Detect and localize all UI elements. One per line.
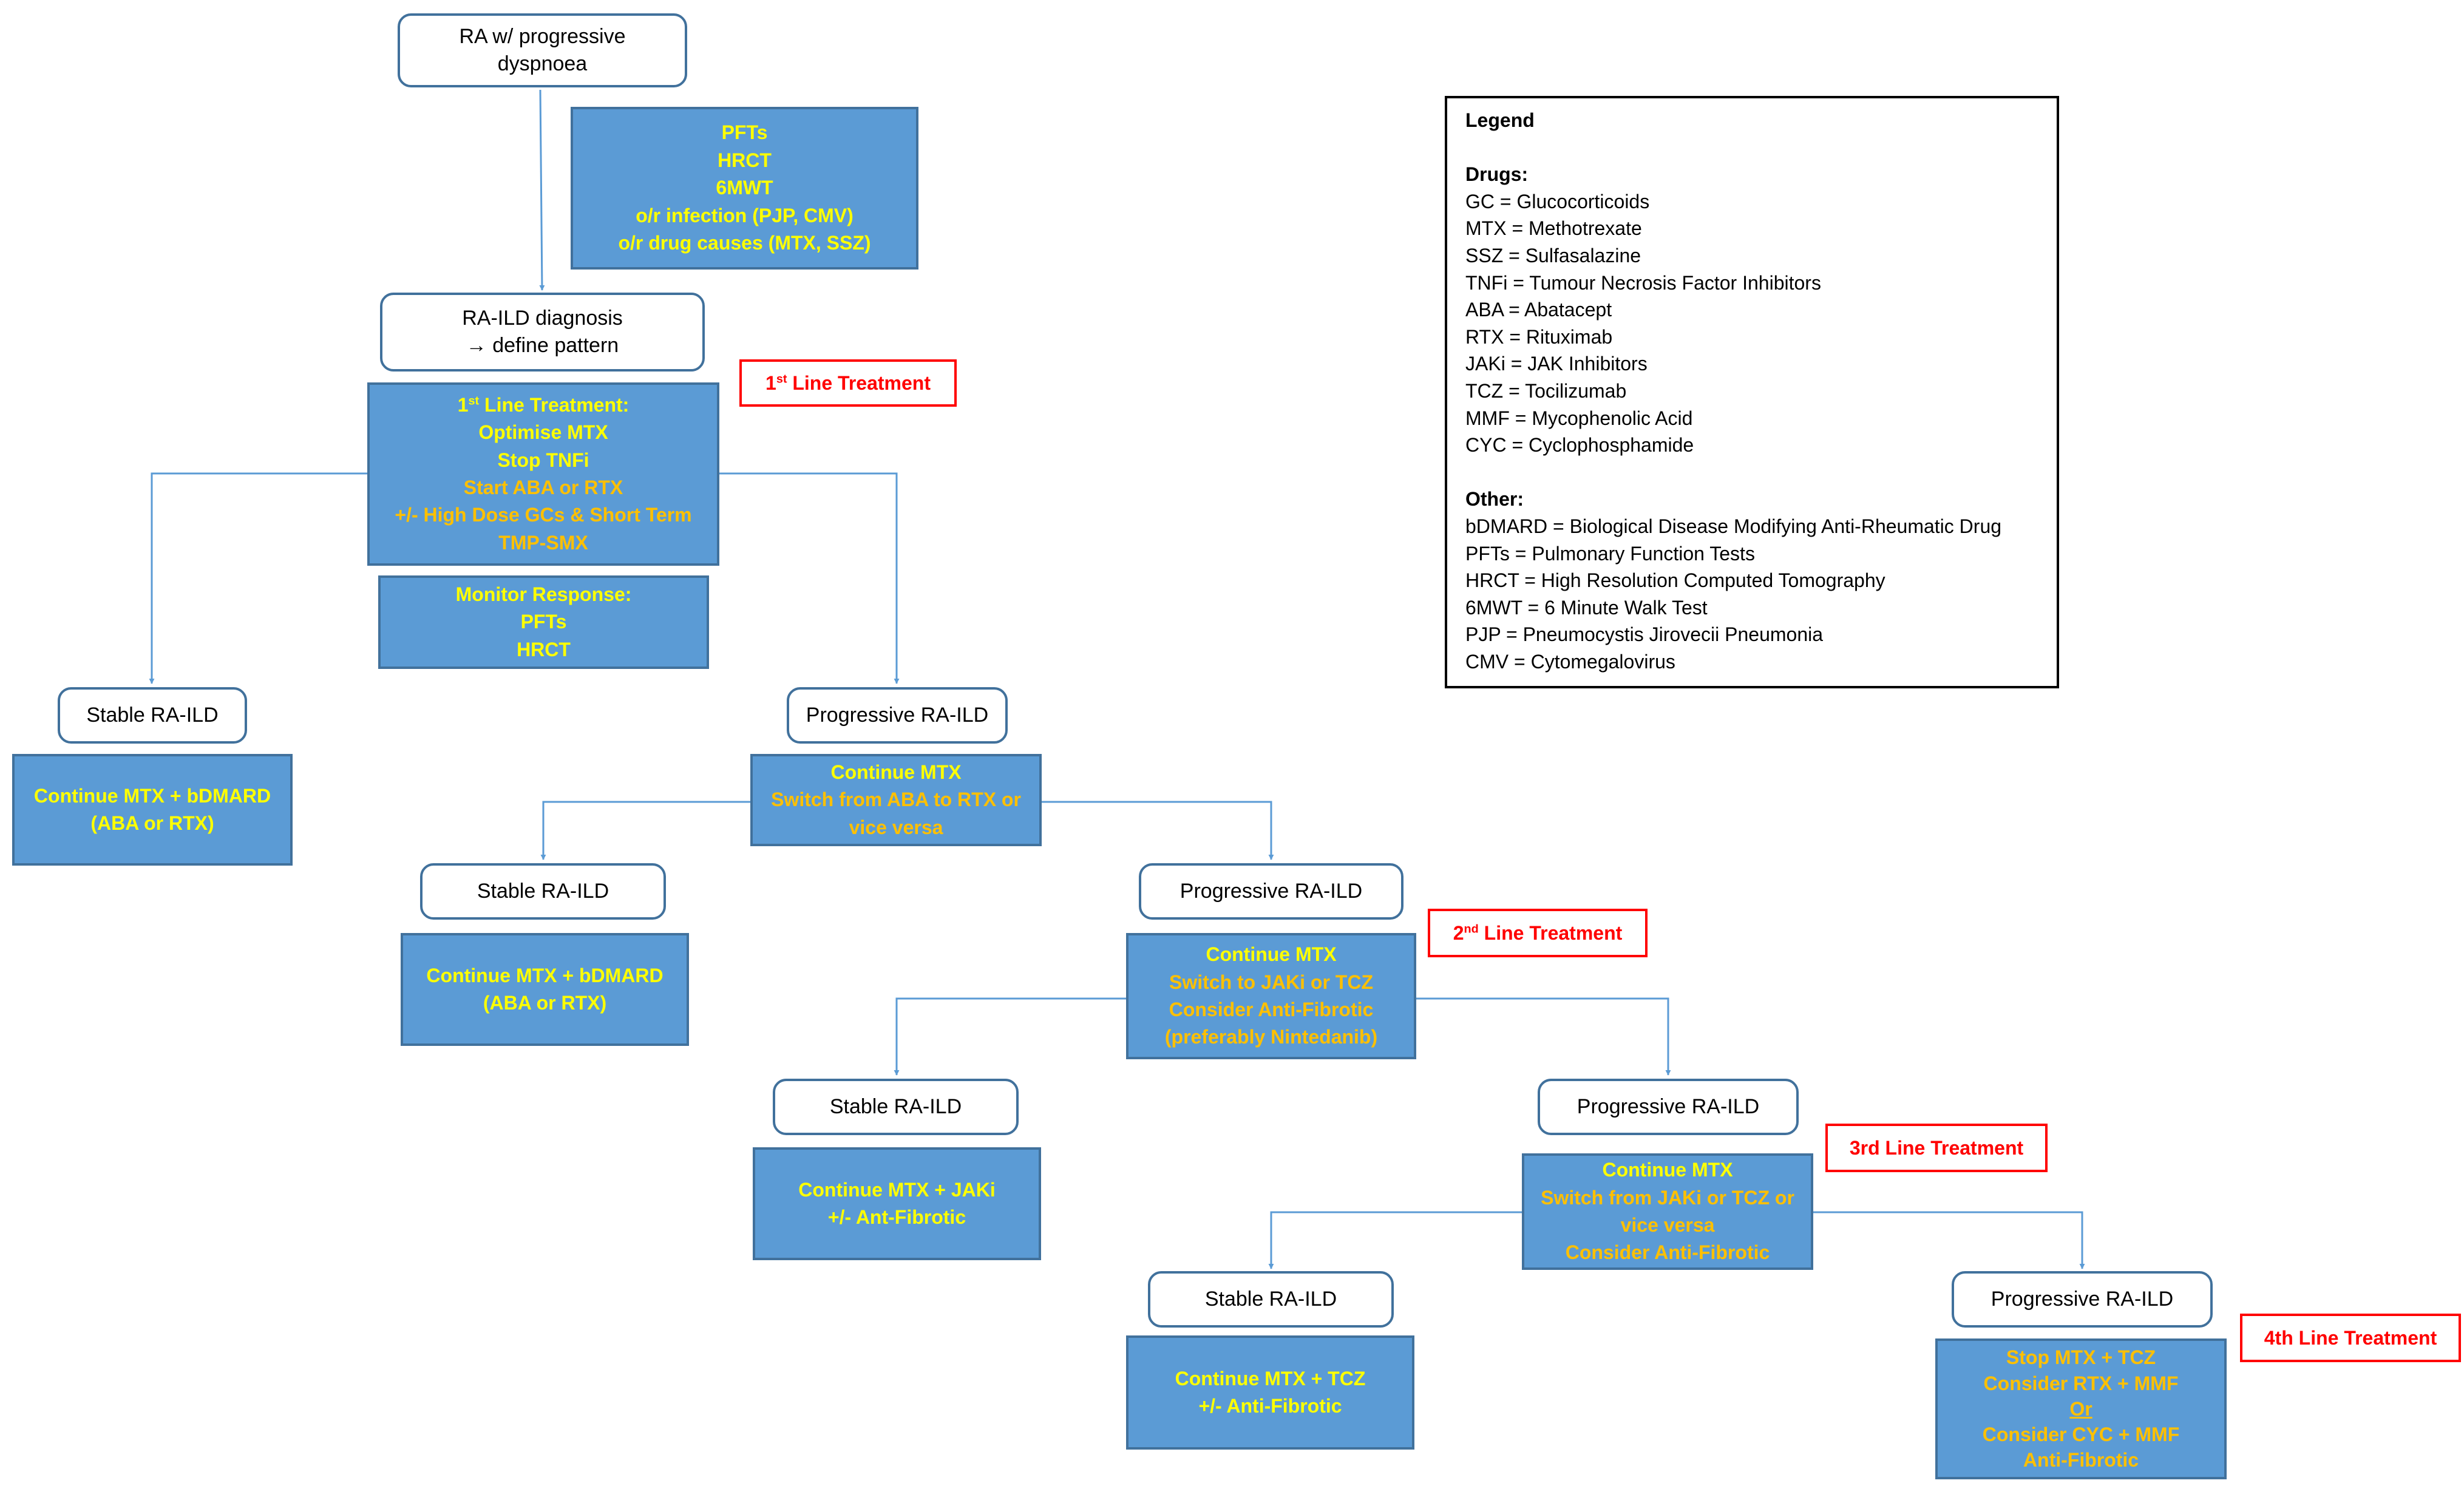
- legend-item: TCZ = Tocilizumab: [1465, 379, 1627, 402]
- start-line-1: RA w/ progressive: [459, 25, 626, 49]
- l4-progressive-node: Progressive RA-ILD: [1952, 1271, 2213, 1328]
- legend-item: RTX = Rituximab: [1465, 325, 1613, 348]
- first-line-tag: 1st Line Treatment: [739, 359, 957, 407]
- legend-item: SSZ = Sulfasalazine: [1465, 244, 1641, 266]
- first-line-item: Stop TNFi: [497, 449, 589, 471]
- first-line-item: Optimise MTX: [478, 421, 608, 444]
- workup-item: PFTs: [721, 121, 768, 144]
- legend-title: Legend: [1465, 109, 1535, 131]
- legend-item: CYC = Cyclophosphamide: [1465, 434, 1694, 456]
- diagnosis-node: RA-ILD diagnosis → define pattern: [380, 293, 705, 371]
- legend-item: ABA = Abatacept: [1465, 299, 1612, 321]
- legend-item: JAKi = JAK Inhibitors: [1465, 353, 1648, 375]
- monitor-heading: Monitor Response:: [455, 583, 632, 605]
- workup-box: PFTs HRCT 6MWT o/r infection (PJP, CMV) …: [571, 107, 918, 270]
- arrow-l1-to-stable: [149, 472, 367, 684]
- diagnosis-line-2: → define pattern: [466, 334, 619, 357]
- l2-treatment-box: Continue MTX Switch from ABA to RTX or v…: [750, 754, 1042, 846]
- l3-stable-treatment-box: Continue MTX + JAKi +/- Ant-Fibrotic: [753, 1147, 1041, 1260]
- legend-other-heading: Other:: [1465, 488, 1524, 511]
- l3-treatment-box: Continue MTX Switch to JAKi or TCZ Consi…: [1126, 933, 1416, 1059]
- third-line-tag: 3rd Line Treatment: [1825, 1124, 2048, 1172]
- start-line-2: dyspnoea: [497, 52, 588, 75]
- l4-stable-node: Stable RA-ILD: [1148, 1271, 1394, 1328]
- first-line-heading: 1st Line Treatment:: [457, 393, 630, 416]
- arrow-l3-to-progressive: [1416, 997, 1671, 1076]
- arrow-l4-to-stable: [1268, 1211, 1522, 1269]
- l4-progressive-treatment-box: Stop MTX + TCZ Consider RTX + MMF Or Con…: [1935, 1338, 2227, 1479]
- l2-stable-treatment-box: Continue MTX + bDMARD (ABA or RTX): [401, 933, 689, 1046]
- second-line-tag: 2nd Line Treatment: [1428, 909, 1648, 957]
- legend-item: MMF = Mycophenolic Acid: [1465, 407, 1693, 429]
- l4-treatment-box: Continue MTX Switch from JAKi or TCZ or …: [1522, 1153, 1813, 1270]
- monitor-response-box: Monitor Response: PFTs HRCT: [378, 575, 709, 669]
- fourth-line-tag: 4th Line Treatment: [2240, 1314, 2461, 1362]
- l2-stable-node: Stable RA-ILD: [420, 863, 666, 920]
- legend-drugs-heading: Drugs:: [1465, 163, 1529, 186]
- l4-stable-treatment-box: Continue MTX + TCZ +/- Anti-Fibrotic: [1126, 1335, 1414, 1450]
- legend-item: CMV = Cytomegalovirus: [1465, 650, 1675, 673]
- first-line-item: TMP-SMX: [498, 531, 588, 554]
- workup-item: HRCT: [718, 149, 772, 171]
- first-line-item: +/- High Dose GCs & Short Term: [395, 504, 692, 526]
- l3-progressive-node: Progressive RA-ILD: [1538, 1079, 1799, 1135]
- first-line-treatment-box: 1st Line Treatment: Optimise MTX Stop TN…: [367, 382, 719, 566]
- l2-progressive-node: Progressive RA-ILD: [1139, 863, 1403, 920]
- legend-item: HRCT = High Resolution Computed Tomograp…: [1465, 569, 1885, 592]
- l1-stable-treatment-box: Continue MTX + bDMARD (ABA or RTX): [12, 754, 293, 866]
- l1-progressive-node: Progressive RA-ILD: [787, 687, 1008, 744]
- legend-item: PFTs = Pulmonary Function Tests: [1465, 542, 1755, 565]
- legend-item: TNFi = Tumour Necrosis Factor Inhibitors: [1465, 271, 1821, 294]
- workup-item: 6MWT: [716, 177, 773, 199]
- monitor-item: HRCT: [517, 638, 571, 660]
- workup-item: o/r drug causes (MTX, SSZ): [618, 232, 871, 254]
- arrow-l4-to-progressive: [1813, 1211, 2085, 1269]
- l1-stable-node: Stable RA-ILD: [58, 687, 247, 744]
- monitor-item: PFTs: [520, 611, 567, 633]
- first-line-item: Start ABA or RTX: [463, 477, 623, 498]
- arrow-l1-to-progressive: [719, 472, 900, 684]
- diagnosis-line-1: RA-ILD diagnosis: [462, 307, 623, 330]
- workup-item: o/r infection (PJP, CMV): [636, 204, 854, 226]
- legend-item: MTX = Methotrexate: [1465, 217, 1642, 240]
- arrow-l3-to-stable: [894, 997, 1126, 1076]
- arrow-start-to-diagnosis: [539, 89, 545, 291]
- arrow-l2-to-stable: [540, 801, 750, 860]
- legend-item: 6MWT = 6 Minute Walk Test: [1465, 596, 1708, 619]
- legend-box: Legend Drugs: GC = Glucocorticoids MTX =…: [1445, 96, 2059, 688]
- start-node: RA w/ progressive dyspnoea: [398, 13, 687, 87]
- l3-stable-node: Stable RA-ILD: [773, 1079, 1019, 1135]
- arrow-l2-to-progressive: [1042, 801, 1274, 860]
- legend-item: GC = Glucocorticoids: [1465, 190, 1650, 212]
- legend-item: PJP = Pneumocystis Jirovecii Pneumonia: [1465, 623, 1824, 646]
- legend-item: bDMARD = Biological Disease Modifying An…: [1465, 515, 2002, 537]
